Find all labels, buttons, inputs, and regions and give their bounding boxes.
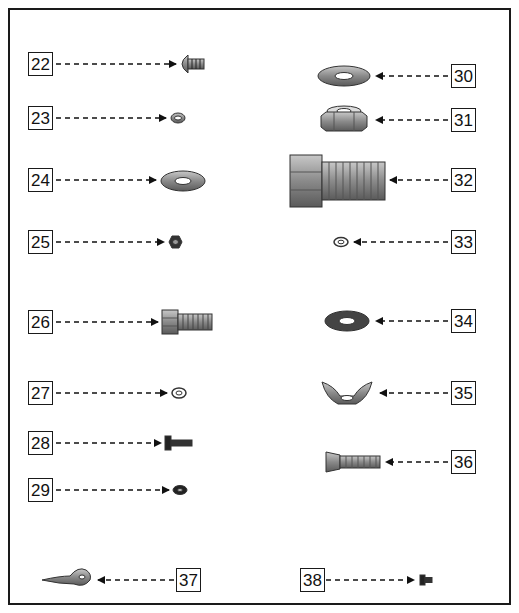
callout-number: 30 [454,68,473,85]
callout-box: 25 [28,230,53,254]
callout-box: 24 [28,168,53,192]
callout-number: 36 [454,454,473,471]
callout-box: 26 [28,310,53,334]
callout-box: 30 [451,64,476,88]
callout-box: 31 [451,108,476,132]
callout-box: 28 [28,431,53,455]
callout-box: 34 [451,309,476,333]
callout-box: 38 [300,568,325,592]
callout-box: 33 [451,230,476,254]
callout-box: 35 [451,381,476,405]
callout-box: 37 [176,568,201,592]
callout-number: 32 [454,172,473,189]
callout-number: 31 [454,112,473,129]
callout-box: 23 [28,106,53,130]
callout-box: 29 [28,478,53,502]
callout-number: 34 [454,313,473,330]
callout-number: 33 [454,234,473,251]
callout-box: 32 [451,168,476,192]
callout-number: 24 [31,172,50,189]
callout-number: 35 [454,385,473,402]
hardware-parts [42,55,432,585]
callout-number: 22 [31,56,50,73]
callout-number: 27 [31,385,50,402]
callout-number: 28 [31,435,50,452]
callout-number: 25 [31,234,50,251]
callout-box: 36 [451,450,476,474]
leader-arrows [56,64,448,580]
callout-number: 37 [179,572,198,589]
callout-number: 23 [31,110,50,127]
callout-number: 38 [303,572,322,589]
callout-box: 27 [28,381,53,405]
outer-frame [9,9,510,604]
callout-number: 29 [31,482,50,499]
callout-box: 22 [28,52,53,76]
callout-number: 26 [31,314,50,331]
